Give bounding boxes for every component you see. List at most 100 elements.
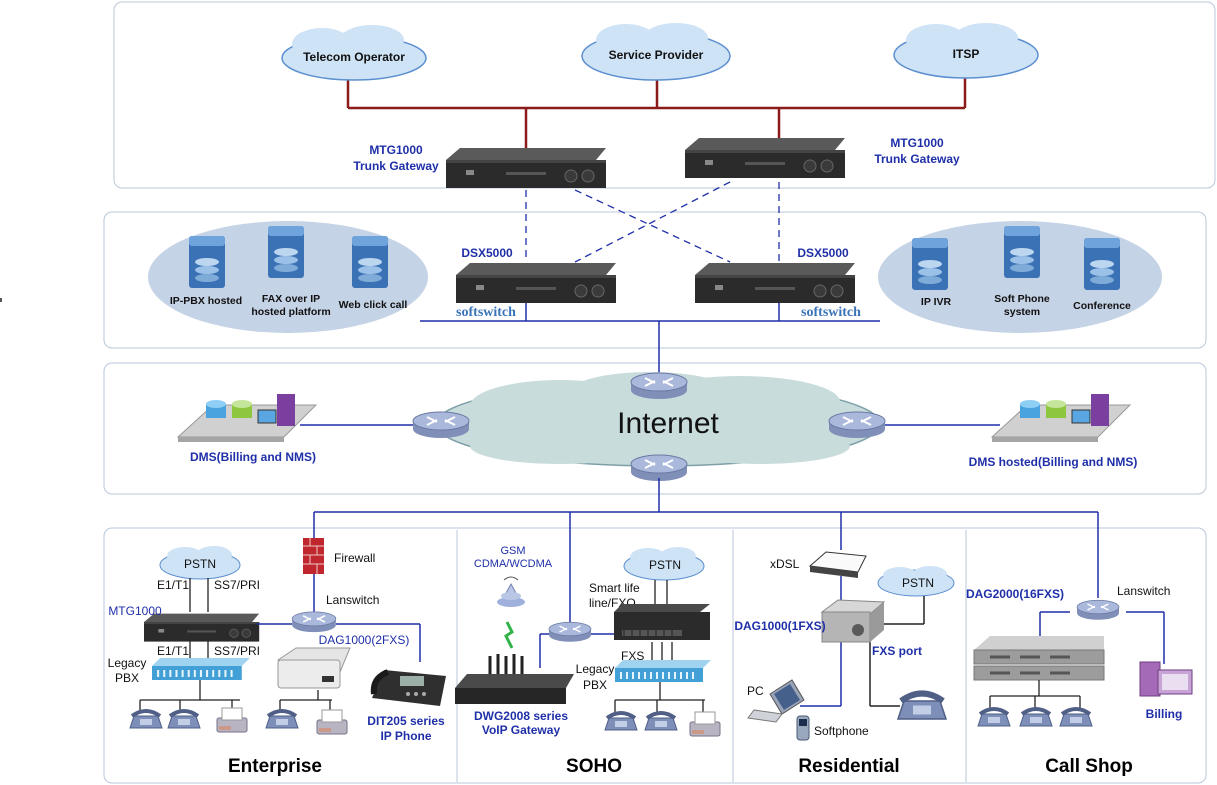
mtg1000-left-device xyxy=(445,147,607,189)
mtg1000-right-role: Trunk Gateway xyxy=(874,152,960,166)
svg-text:Telecom Operator: Telecom Operator xyxy=(303,50,405,64)
enterprise-legacy-pbx-label-2: PBX xyxy=(115,671,139,685)
internet-label: Internet xyxy=(617,407,719,440)
callshop-links xyxy=(1039,611,1165,664)
dms-right-label: DMS hosted(Billing and NMS) xyxy=(969,455,1138,469)
fax-over-ip-label-2: hosted platform xyxy=(251,306,330,318)
dwg2008-label-2: VoIP Gateway xyxy=(482,723,561,737)
ip-ivr-server-icon xyxy=(912,238,948,290)
fax-icon xyxy=(216,707,248,733)
soho-lan-links xyxy=(539,633,614,668)
billing-computer-icon xyxy=(1139,661,1193,697)
access-bus xyxy=(313,478,1099,624)
router-left xyxy=(412,411,470,439)
soho-pstn-label: PSTN xyxy=(649,558,681,572)
trunk-lines xyxy=(346,78,967,148)
fax-icon xyxy=(316,709,348,735)
smart-life-label-1: Smart life xyxy=(589,581,640,595)
billing-label: Billing xyxy=(1146,707,1183,721)
laptop-icon xyxy=(747,679,805,723)
firewall-label: Firewall xyxy=(334,551,375,565)
enterprise-dag-label: DAG1000(2FXS) xyxy=(319,633,410,647)
cloud-service-provider: Service Provider xyxy=(581,23,731,81)
xdsl-modem-icon xyxy=(808,551,867,578)
soho-section-title: SOHO xyxy=(566,756,622,777)
dwg2008-device xyxy=(455,654,574,704)
dms-left-icon xyxy=(176,394,318,442)
enterprise-ss7-top: SS7/PRI xyxy=(214,578,260,592)
fax-over-ip-label-1: FAX over IP xyxy=(262,293,320,305)
router-top xyxy=(630,372,688,400)
ip-phone-label-1: DIT205 series xyxy=(367,714,445,728)
ip-ivr-label: IP IVR xyxy=(921,296,952,308)
cloud-telecom-operator: Telecom Operator xyxy=(281,25,427,81)
enterprise-pstn-label: PSTN xyxy=(184,557,216,571)
ip-pbx-hosted-server-icon xyxy=(189,236,225,288)
ip-phone-icon xyxy=(370,669,446,706)
fax-icon xyxy=(689,711,721,737)
svg-text:ITSP: ITSP xyxy=(953,47,980,61)
softphone-icon xyxy=(796,715,810,741)
mtg1000-right-device xyxy=(684,137,846,179)
soft-phone-server-icon xyxy=(1004,226,1040,278)
soho-legacy-pbx-label-2: PBX xyxy=(583,678,607,692)
callshop-lanswitch-label: Lanswitch xyxy=(1117,584,1170,598)
softswitch-left-caption: softswitch xyxy=(456,305,516,320)
web-click-call-server-icon xyxy=(352,236,388,288)
soft-phone-label-1: Soft Phone xyxy=(994,293,1050,305)
soho-legacy-pbx-label-1: Legacy xyxy=(576,662,615,676)
soho-fxs-label: FXS xyxy=(621,649,644,663)
ip-pbx-hosted-label: IP-PBX hosted xyxy=(170,295,242,307)
enterprise-legacy-pbx-device xyxy=(150,656,251,682)
enterprise-lanswitch-label: Lanswitch xyxy=(326,593,379,607)
soho-legacy-pbx-device xyxy=(614,659,712,683)
dms-left-label: DMS(Billing and NMS) xyxy=(190,450,316,464)
router-right xyxy=(828,411,886,439)
residential-pstn-label: PSTN xyxy=(902,576,934,590)
conference-server-icon xyxy=(1084,238,1120,290)
cloud-itsp: ITSP xyxy=(893,23,1039,79)
callshop-phone-lines xyxy=(989,680,1081,708)
gsm-label-2: CDMA/WCDMA xyxy=(474,558,553,570)
soho-router xyxy=(548,621,592,643)
enterprise-ss7-bottom: SS7/PRI xyxy=(214,644,260,658)
xdsl-label: xDSL xyxy=(770,557,800,571)
callshop-dag-label: DAG2000(16FXS) xyxy=(966,587,1064,601)
dsx5000-left-name: DSX5000 xyxy=(461,246,513,260)
wireless-signal-icon xyxy=(504,621,514,649)
softphone-label: Softphone xyxy=(814,724,869,738)
fxs-port-label: FXS port xyxy=(872,644,922,658)
signaling-links xyxy=(525,181,780,263)
residential-section-title: Residential xyxy=(798,756,899,777)
dwg2008-label-1: DWG2008 series xyxy=(474,709,568,723)
softswitch-right-caption: softswitch xyxy=(801,305,861,320)
dsx5000-right-device xyxy=(694,262,856,304)
margin-mark xyxy=(0,298,2,302)
web-click-call-label: Web click call xyxy=(339,299,408,311)
internet-cloud xyxy=(435,372,881,467)
firewall-icon xyxy=(303,538,324,574)
enterprise-legacy-pbx-label-1: Legacy xyxy=(108,656,147,670)
dsx5000-right-name: DSX5000 xyxy=(797,246,849,260)
residential-links xyxy=(800,576,925,707)
dag2000-device xyxy=(973,636,1105,681)
pc-label: PC xyxy=(747,684,764,698)
soft-phone-label-2: system xyxy=(1004,306,1040,318)
enterprise-e1t1-top: E1/T1 xyxy=(157,578,189,592)
callshop-section-title: Call Shop xyxy=(1045,756,1133,777)
enterprise-e1t1-bottom: E1/T1 xyxy=(157,644,189,658)
conference-label: Conference xyxy=(1073,300,1131,312)
soho-pstn-cloud xyxy=(623,547,705,581)
residential-dag-label: DAG1000(1FXS) xyxy=(734,619,825,633)
gsm-label-1: GSM xyxy=(500,545,525,557)
enterprise-pstn-cloud xyxy=(159,546,241,580)
dms-right-icon xyxy=(990,394,1132,442)
svg-text:Service Provider: Service Provider xyxy=(609,48,704,62)
callshop-lanswitch-router xyxy=(1076,599,1120,621)
enterprise-lanswitch-router xyxy=(291,611,337,633)
residential-pstn-cloud xyxy=(877,566,955,597)
mtg1000-right-name: MTG1000 xyxy=(890,136,944,150)
enterprise-section-title: Enterprise xyxy=(228,756,322,777)
enterprise-lan-links xyxy=(257,623,421,662)
